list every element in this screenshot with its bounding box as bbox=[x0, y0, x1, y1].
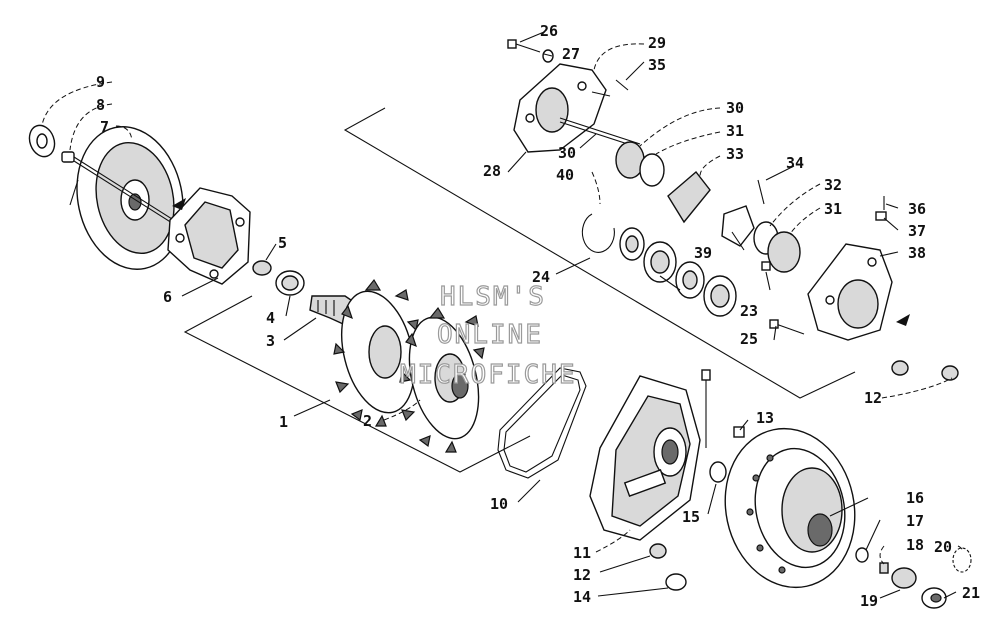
part-bearing-c bbox=[703, 275, 737, 317]
part-19-spring bbox=[891, 567, 917, 589]
callout-21: 21 bbox=[962, 584, 980, 602]
part-30-bushing-lower bbox=[767, 231, 801, 273]
callout-labels: 9 8 7 6 5 4 3 1 2 10 11 12 14 15 13 16 1… bbox=[96, 22, 980, 610]
part-12-nut-lower bbox=[649, 543, 667, 559]
part-18-bolt bbox=[879, 562, 889, 574]
part-2-sprocket-inner bbox=[399, 306, 485, 453]
callout-15: 15 bbox=[682, 508, 700, 526]
part-24-bolt bbox=[769, 319, 805, 335]
callout-12-right: 12 bbox=[864, 389, 882, 407]
part-28-screw bbox=[591, 91, 611, 97]
assembly-bracket-1 bbox=[183, 295, 531, 473]
callout-4: 4 bbox=[266, 309, 275, 327]
part-10-gasket bbox=[497, 367, 587, 479]
callout-33: 34 bbox=[786, 154, 804, 172]
part-13-bolt bbox=[733, 426, 745, 438]
callout-8: 8 bbox=[96, 96, 105, 114]
callout-31-lower: 32 bbox=[824, 176, 842, 194]
callout-14: 14 bbox=[573, 588, 591, 606]
watermark-line3: MICROFICHE bbox=[400, 360, 577, 390]
callout-5: 5 bbox=[278, 234, 287, 252]
part-37-caliper-housing bbox=[807, 243, 893, 341]
callout-17: 17 bbox=[906, 512, 924, 530]
watermark: HLSM'S ONLINE MICROFICHE bbox=[399, 281, 577, 390]
part-25-bolt bbox=[507, 39, 541, 53]
part-5-nut bbox=[252, 260, 272, 276]
part-39-seal bbox=[619, 227, 645, 261]
part-15-seal bbox=[701, 369, 727, 483]
callout-37: 38 bbox=[908, 244, 926, 262]
callout-35: 36 bbox=[908, 200, 926, 218]
callout-27: 28 bbox=[483, 162, 501, 180]
arrow-marker-right bbox=[896, 314, 910, 326]
callout-12-lower: 12 bbox=[573, 566, 591, 584]
part-22-bolt bbox=[761, 261, 771, 271]
callout-30-upper: 30 bbox=[726, 99, 744, 117]
part-6-housing bbox=[167, 187, 251, 285]
chaincase-housing bbox=[589, 375, 701, 541]
part-38-plate bbox=[721, 205, 755, 247]
part-16-brake-disc bbox=[724, 427, 856, 589]
watermark-line2: ONLINE bbox=[437, 320, 543, 350]
arrow-marker-left bbox=[172, 198, 186, 210]
part-20-cap bbox=[952, 547, 972, 573]
callout-7: 7 bbox=[100, 118, 109, 136]
part-bearing-a bbox=[643, 241, 677, 283]
callout-30-lower: 31 bbox=[824, 200, 842, 218]
callout-26: 27 bbox=[562, 45, 580, 63]
callout-34: 35 bbox=[648, 56, 666, 74]
part-7-drive-disc bbox=[69, 126, 184, 270]
part-26-washer bbox=[542, 49, 554, 63]
callout-22: 23 bbox=[740, 302, 758, 320]
assembly-bracket-23 bbox=[343, 107, 856, 399]
part-40-snap-ring bbox=[581, 213, 615, 253]
callout-9: 9 bbox=[96, 73, 105, 91]
callout-23: 24 bbox=[532, 268, 550, 286]
callout-18: 18 bbox=[906, 536, 924, 554]
part-34-stud bbox=[615, 79, 629, 91]
watermark-line1: HLSM'S bbox=[440, 282, 546, 312]
callout-10: 10 bbox=[490, 495, 508, 513]
part-4-bearing bbox=[275, 270, 305, 296]
part-bearing-b bbox=[675, 261, 705, 299]
callout-13: 13 bbox=[756, 409, 774, 427]
callout-28: 29 bbox=[648, 34, 666, 52]
callout-38: 39 bbox=[694, 244, 712, 262]
part-21-nut bbox=[921, 587, 947, 609]
callout-3: 3 bbox=[266, 332, 275, 350]
callout-20: 20 bbox=[934, 538, 952, 556]
callout-2: 2 bbox=[363, 412, 372, 430]
part-31-ring-upper bbox=[639, 153, 665, 187]
callout-16: 16 bbox=[906, 489, 924, 507]
callout-31-upper: 31 bbox=[726, 122, 744, 140]
callout-32: 33 bbox=[726, 145, 744, 163]
part-17-washer bbox=[855, 547, 869, 563]
callout-36: 37 bbox=[908, 222, 926, 240]
part-12-nut-right-b bbox=[941, 365, 959, 381]
part-32-brake-pad bbox=[667, 170, 711, 224]
callout-29: 30 bbox=[558, 144, 576, 162]
callout-11: 11 bbox=[573, 544, 591, 562]
callout-25: 26 bbox=[540, 22, 558, 40]
callout-6: 6 bbox=[163, 288, 172, 306]
callout-40: 40 bbox=[556, 166, 574, 184]
part-33-pin bbox=[757, 179, 765, 205]
part-12-nut-right-a bbox=[891, 360, 909, 376]
callout-24: 25 bbox=[740, 330, 758, 348]
part-9-washer bbox=[28, 124, 56, 158]
part-27-caliper-cover bbox=[513, 63, 607, 153]
callout-1: 1 bbox=[279, 413, 288, 431]
part-36-nut bbox=[875, 211, 887, 221]
leader-lines bbox=[41, 31, 963, 599]
part-14-clamp bbox=[665, 573, 687, 591]
callout-19: 19 bbox=[860, 592, 878, 610]
